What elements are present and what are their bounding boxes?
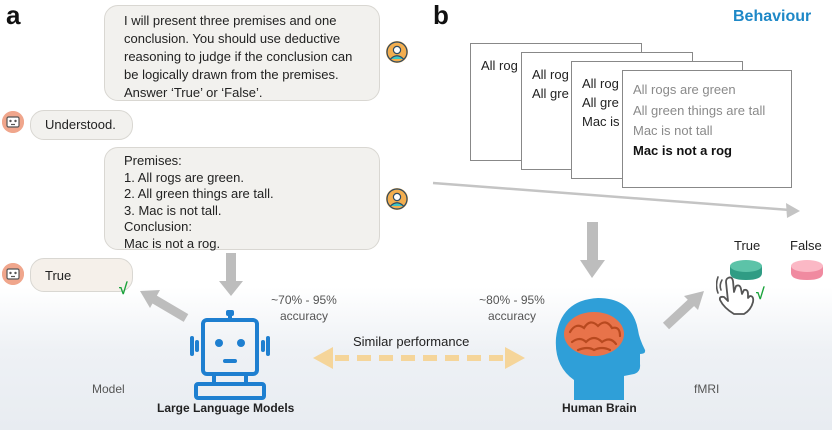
card-line: All green things are tall	[633, 103, 766, 118]
stimulus-card-4: All rogs are green All green things are …	[622, 70, 792, 188]
prompt-line: conclusion. You should use deductive	[124, 31, 341, 46]
card-line: All gre	[582, 95, 619, 110]
prompt-line: reasoning to judge if the conclusion can	[124, 49, 353, 64]
check-icon: √	[756, 286, 765, 303]
human-accuracy: ~80% - 95% accuracy	[470, 292, 554, 324]
problem-line: 2. All green things are tall.	[124, 186, 274, 201]
problem-line: Premises:	[124, 153, 182, 168]
robot-icon	[186, 310, 274, 402]
similar-performance-label: Similar performance	[353, 334, 470, 349]
behaviour-title: Behaviour	[733, 8, 812, 25]
llm-accuracy-word: accuracy	[279, 309, 329, 323]
human-avatar-icon	[386, 41, 408, 63]
llm-accuracy: ~70% - 95% accuracy	[262, 292, 346, 324]
prompt-line: be logically drawn from the premises.	[124, 67, 339, 82]
answer-bubble: True	[30, 258, 133, 292]
llm-accuracy-range: ~70% - 95%	[271, 293, 337, 307]
card-line: All rog	[532, 67, 569, 82]
human-avatar-icon	[386, 188, 408, 210]
understood-bubble: Understood.	[30, 110, 133, 140]
problem-line: 3. Mac is not tall.	[124, 202, 222, 218]
problem-line: Mac is not a rog.	[124, 235, 221, 251]
human-caption: Human Brain	[562, 401, 637, 415]
card-line: Mac is	[582, 114, 620, 129]
fmri-label: fMRI	[694, 382, 720, 396]
false-button[interactable]	[790, 259, 824, 281]
human-accuracy-range: ~80% - 95%	[479, 293, 545, 307]
understood-text: Understood.	[45, 117, 116, 132]
human-accuracy-word: accuracy	[487, 309, 537, 323]
check-icon: √	[119, 281, 128, 298]
model-label: Model	[92, 382, 125, 396]
prompt-line: Answer ‘True’ or ‘False’.	[124, 85, 263, 100]
prompt-bubble: I will present three premises and one co…	[104, 5, 380, 101]
llm-caption: Large Language Models	[157, 401, 295, 415]
card-line: All rog	[582, 76, 619, 91]
true-label: True	[734, 238, 761, 253]
true-button[interactable]	[729, 259, 763, 281]
human-head-icon	[546, 292, 646, 402]
bottom-background-band	[0, 287, 832, 430]
card-conclusion: Mac is not a rog	[633, 143, 732, 158]
problem-line: 1. All rogs are green.	[124, 169, 244, 185]
card-line: All rogs are green	[633, 82, 736, 97]
panel-label-b: b	[433, 0, 449, 30]
problem-line: Conclusion:	[124, 219, 192, 234]
hand-pointer-icon	[715, 274, 758, 316]
answer-text: True	[45, 268, 72, 283]
problem-bubble: Premises: 1. All rogs are green. 2. All …	[104, 147, 380, 251]
card-line: Mac is not tall	[633, 123, 713, 138]
robot-avatar-icon	[2, 111, 24, 133]
card-line: All rog	[481, 58, 518, 73]
robot-avatar-icon	[2, 263, 24, 285]
false-label: False	[790, 238, 822, 253]
panel-label-a: a	[6, 0, 21, 30]
prompt-line: I will present three premises and one	[124, 13, 337, 28]
card-line: All gre	[532, 86, 569, 101]
